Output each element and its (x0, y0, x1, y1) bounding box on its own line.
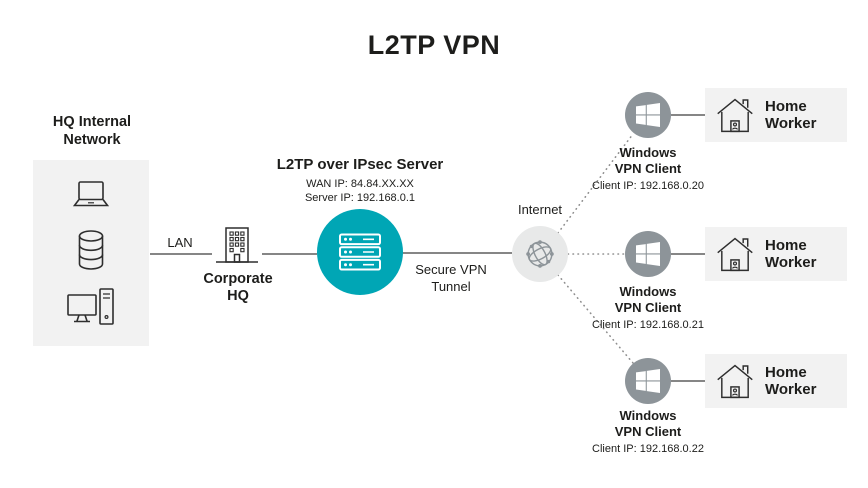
server-title: L2TP over IPsec Server (276, 156, 444, 173)
laptop-icon (72, 180, 110, 206)
hq-internal-network-label: HQ Internal Network (52, 114, 132, 148)
client-ip-label-2: Client IP: 192.168.0.21 (592, 319, 704, 331)
windows-logo-icon (636, 369, 660, 393)
diagram-title: L2TP VPN (367, 30, 501, 60)
home-worker-panel-3: Home Worker (705, 354, 847, 408)
windows-client-node-2 (625, 231, 671, 277)
windows-vpn-client-label-1: Windows VPN Client (614, 145, 682, 176)
house-icon (717, 98, 753, 133)
server-wan-ip: WAN IP: 84.84.XX.XX (306, 178, 414, 190)
desktop-computer-icon (67, 287, 114, 325)
windows-client-node-1 (625, 92, 671, 138)
internet-label: Internet (517, 202, 563, 217)
home-worker-label-2: Home Worker (765, 237, 817, 271)
house-icon (717, 364, 753, 399)
corporate-hq-node (214, 223, 260, 265)
home-worker-label-1: Home Worker (765, 98, 817, 132)
corporate-hq-label: Corporate HQ (203, 271, 273, 304)
house-icon (717, 237, 753, 272)
windows-vpn-client-label-3: Windows VPN Client (614, 408, 682, 439)
server-text-block: L2TP over IPsec Server WAN IP: 84.84.XX.… (260, 156, 460, 205)
vpn-server-node (317, 209, 403, 295)
lan-label: LAN (167, 235, 193, 250)
office-building-icon (216, 227, 258, 263)
client-ip-label-3: Client IP: 192.168.0.22 (592, 443, 704, 455)
home-worker-panel-2: Home Worker (705, 227, 847, 281)
client-ip-label-1: Client IP: 192.168.0.20 (592, 180, 704, 192)
internet-globe-icon (526, 240, 554, 268)
internet-node (512, 226, 568, 282)
windows-logo-icon (636, 242, 660, 266)
hq-internal-network-panel (33, 160, 149, 346)
home-worker-panel-1: Home Worker (705, 88, 847, 142)
windows-logo-icon (636, 103, 660, 127)
server-ip: Server IP: 192.168.0.1 (304, 192, 416, 204)
windows-vpn-client-label-2: Windows VPN Client (614, 284, 682, 315)
database-icon (78, 229, 104, 270)
secure-vpn-tunnel-label: Secure VPN Tunnel (415, 262, 487, 294)
windows-client-node-3 (625, 358, 671, 404)
server-icon (339, 233, 381, 271)
home-worker-label-3: Home Worker (765, 364, 817, 398)
